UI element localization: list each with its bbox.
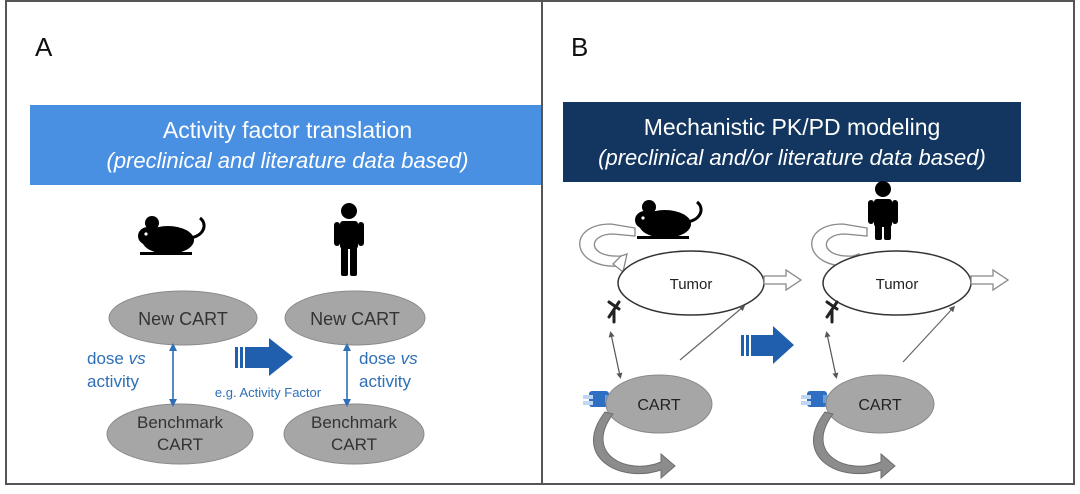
mouse-icon [138, 216, 206, 255]
mouse-cart-label: CART [637, 397, 680, 414]
human-benchmark-label-2: CART [331, 435, 377, 454]
human-cart-expansion-loop [812, 411, 896, 480]
human-benchmark-label-1: Benchmark [311, 413, 397, 432]
human-cart-label: CART [858, 397, 901, 414]
mouse-tumor-label: Tumor [670, 276, 713, 293]
human-cart-node [825, 374, 935, 434]
human-cart-tumor-link [902, 305, 956, 363]
mouse-cart-node [605, 374, 713, 434]
panel-a: A Activity factor translation (preclinic… [5, 0, 545, 485]
panel-a-diagram: New CART Benchmark CART dose vs activity… [87, 203, 426, 465]
translation-arrow [235, 338, 293, 376]
human-benchmark-cart-node [283, 403, 425, 465]
mouse-new-cart-node [108, 290, 258, 346]
panel-b-banner: Mechanistic PK/PD modeling (preclinical … [563, 102, 1021, 182]
panel-a-letter: A [35, 32, 53, 62]
mouse-benchmark-cart-node [106, 403, 254, 465]
mouse-new-cart-label: New CART [138, 309, 228, 329]
human-tumor-cart-link [824, 331, 839, 379]
translation-arrow [741, 326, 794, 364]
translation-label: e.g. Activity Factor [215, 385, 322, 400]
panel-b-diagram: Tumor CART [579, 181, 1010, 480]
mouse-tumor-growth-loop [579, 223, 636, 267]
mouse-tumor-cart-link [608, 331, 623, 379]
mouse-benchmark-label-2: CART [157, 435, 203, 454]
mouse-dose-label-2: activity [87, 372, 139, 391]
human-tumor-label: Tumor [876, 276, 919, 293]
human-new-cart-node [284, 290, 426, 346]
person-icon [334, 203, 364, 276]
human-dose-label-2: activity [359, 372, 411, 391]
panel-b-banner-subtitle: (preclinical and/or literature data base… [598, 145, 986, 170]
mouse-cart-expansion-loop [592, 411, 676, 480]
mouse-benchmark-label-1: Benchmark [137, 413, 223, 432]
human-dose-label-1: dose vs [359, 349, 418, 368]
mouse-tumor-outflow-arrow [763, 268, 803, 292]
human-tumor-growth-loop [811, 223, 868, 267]
panel-a-banner: Activity factor translation (preclinical… [30, 105, 545, 185]
receptor-icon [607, 300, 621, 324]
human-tumor-outflow-arrow [970, 268, 1010, 292]
panel-b: B Mechanistic PK/PD modeling (preclinica… [541, 0, 1075, 485]
human-new-cart-label: New CART [310, 309, 400, 329]
panel-a-banner-subtitle: (preclinical and literature data based) [106, 148, 469, 173]
person-icon [868, 181, 898, 240]
mouse-dose-label-1: dose vs [87, 349, 146, 368]
mouse-icon [635, 200, 703, 239]
receptor-icon [825, 300, 839, 324]
panel-a-banner-title: Activity factor translation [162, 117, 413, 143]
panel-b-banner-title: Mechanistic PK/PD modeling [643, 114, 941, 140]
mouse-cart-tumor-link [679, 305, 746, 361]
panel-b-letter: B [571, 32, 589, 62]
